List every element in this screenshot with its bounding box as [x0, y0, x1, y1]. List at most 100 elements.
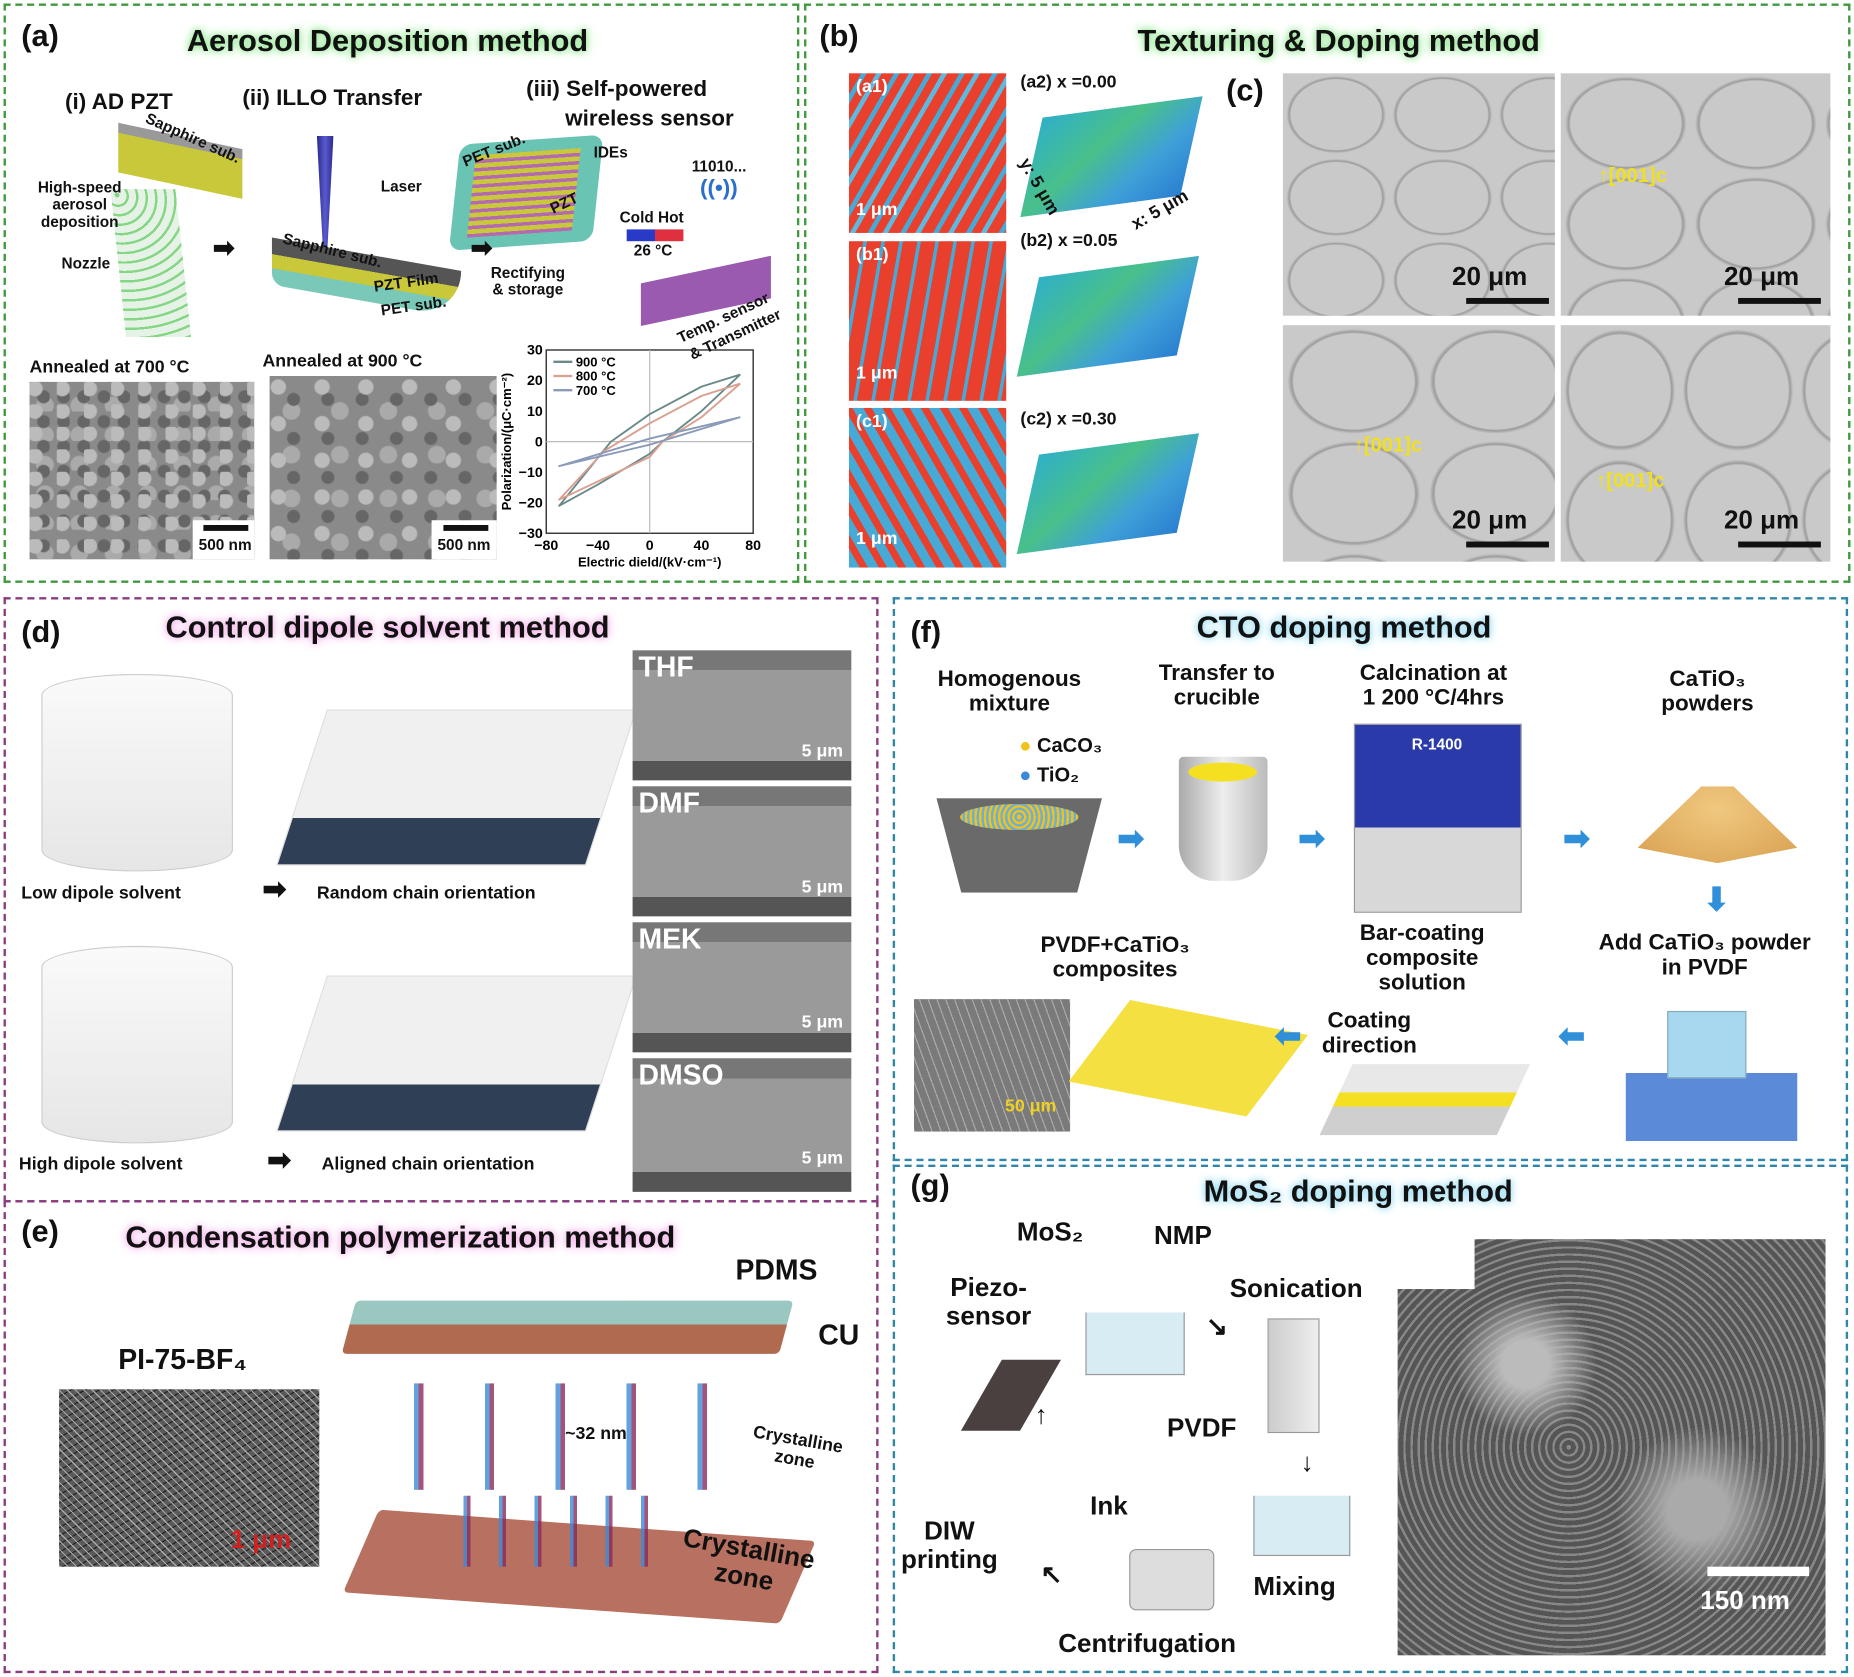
- mos2-label: MoS₂: [1016, 1216, 1084, 1247]
- transfer-text: Transfer to: [1158, 660, 1275, 686]
- sensor-text: sensor: [945, 1300, 1032, 1331]
- sem-dmso: [632, 1058, 852, 1192]
- sem-700-scale: 500 nm: [198, 535, 252, 554]
- tio2-legend: ● TiO₂: [1019, 763, 1080, 787]
- panel-f-label: (f): [910, 613, 942, 650]
- centrifugation-label: Centrifugation: [1058, 1628, 1236, 1658]
- solution-text: solution: [1378, 970, 1466, 996]
- ink-label: Ink: [1090, 1491, 1128, 1521]
- calcination-text: Calcination at: [1359, 660, 1508, 686]
- aerosol-label-3: deposition: [40, 212, 119, 231]
- grain-scale-label: 20 μm: [1451, 504, 1528, 535]
- sem-scale-label: 5 μm: [801, 1148, 844, 1169]
- wireless-signal-icon: ((•)): [699, 176, 738, 202]
- panel-g-title: MoS₂ doping method: [1203, 1172, 1513, 1209]
- orientation-label: ↑[001]c: [1596, 469, 1665, 492]
- crucible-illustration: [1178, 756, 1268, 881]
- x-tick-label: −40: [586, 538, 610, 554]
- y-tick-label: 10: [527, 404, 543, 420]
- panel-d-title: Control dipole solvent method: [165, 608, 610, 645]
- afm-scale-label: 1 μm: [856, 362, 898, 384]
- crucible-powder: [1188, 762, 1257, 782]
- cycle-arrow-icon: ↘: [1206, 1311, 1228, 1341]
- legend-entry: 700 °C: [576, 383, 617, 398]
- mixing-beaker-2: [1253, 1495, 1351, 1557]
- grain-scale-label: 20 μm: [1451, 261, 1528, 291]
- tio2-text: TiO₂: [1036, 763, 1080, 787]
- arrow-right-icon: ➡: [212, 232, 235, 263]
- series-line-0: [558, 373, 741, 507]
- afm-map-a1: [848, 73, 1007, 233]
- sem-scale-label: 5 μm: [801, 741, 844, 762]
- y-tick-label: −30: [519, 526, 543, 542]
- y-tick-label: 0: [535, 434, 543, 450]
- in-pvdf-text: in PVDF: [1661, 955, 1748, 981]
- map-a2-label: (a2) x =0.00: [1020, 72, 1117, 93]
- direction-text: direction: [1321, 1033, 1417, 1059]
- panel-c-label: (c): [1226, 72, 1264, 108]
- cu-label: CU: [818, 1319, 860, 1352]
- orientation-label: ↑[001]c: [1353, 433, 1423, 457]
- y-tick-label: −20: [519, 495, 543, 511]
- panel-e: [3, 1200, 879, 1674]
- temperature-color-bar: [626, 229, 684, 242]
- mixture-powder: [960, 804, 1079, 831]
- cycle-arrow-icon: ↖: [1040, 1559, 1063, 1590]
- composite-text: composite: [1365, 945, 1479, 971]
- series-line-2: [558, 416, 741, 468]
- sem-scale-label: 5 μm: [801, 877, 844, 898]
- afm-c1-label: (c1): [856, 411, 888, 432]
- aerosol-label-1: High-speed: [37, 178, 122, 197]
- solvent-dmso-label: DMSO: [638, 1059, 724, 1092]
- orientation-text: [001]c: [1363, 433, 1423, 457]
- sem-grain-4: [1560, 325, 1831, 562]
- furnace-illustration: R-1400: [1353, 723, 1522, 913]
- map-c2-label: (c2) x =0.30: [1020, 409, 1117, 430]
- sonicator-illustration: [1267, 1318, 1320, 1434]
- panel-g: [892, 1164, 1849, 1674]
- temperature-text: 1 200 °C/4hrs: [1362, 685, 1505, 711]
- process-arrow-icon: ➡: [1563, 820, 1590, 857]
- y-tick-label: 20: [527, 373, 543, 389]
- solvent-dmf-label: DMF: [638, 787, 700, 820]
- x-tick-label: 80: [745, 538, 761, 554]
- panel-d-label: (d): [21, 613, 61, 650]
- sem-mos2: [1397, 1239, 1826, 1656]
- scale-bar: [1707, 1566, 1810, 1577]
- panel-b-title: Texturing & Doping method: [1137, 22, 1540, 58]
- high-dipole-beaker: [41, 945, 233, 1144]
- cycle-arrow-icon: ↑: [1034, 1399, 1048, 1430]
- sem-900-title: Annealed at 900 °C: [262, 351, 423, 372]
- x-tick-label: 40: [694, 538, 710, 554]
- sonication-label: Sonication: [1229, 1273, 1363, 1304]
- pvdf-label: PVDF: [1167, 1412, 1237, 1443]
- process-arrow-icon: ➡: [1558, 1018, 1586, 1054]
- panel-f-title: CTO doping method: [1196, 608, 1492, 645]
- scale-bar: [1466, 297, 1549, 304]
- process-arrow-icon: ➡: [1274, 1018, 1302, 1054]
- afm-a1-label: (a1): [856, 76, 888, 97]
- rectifying-label-2: & storage: [492, 280, 564, 299]
- y-tick-label: 30: [527, 343, 543, 359]
- homogenous-text: Homogenous: [937, 666, 1082, 692]
- solvent-mek-label: MEK: [638, 923, 702, 956]
- caco3-legend: ● CaCO₃: [1019, 734, 1103, 757]
- sem-composite: [913, 999, 1071, 1132]
- legend-entry: 800 °C: [576, 369, 617, 384]
- sem-thf: [632, 650, 852, 781]
- solvent-thf-label: THF: [638, 651, 694, 684]
- nozzle-label: Nozzle: [61, 254, 111, 272]
- y-tick-label: −10: [519, 465, 543, 481]
- sem-image-900c: [269, 376, 497, 560]
- diw-text: DIW: [924, 1515, 975, 1546]
- aligned-chain-label: Aligned chain orientation: [321, 1154, 535, 1175]
- temperature-label: 26 °C: [633, 241, 673, 259]
- binary-data-label: 11010...: [691, 157, 747, 175]
- spacing-label: ~32 nm: [565, 1423, 627, 1444]
- legend-entry: 900 °C: [576, 355, 617, 370]
- bar-coating-text: Bar-coating: [1359, 921, 1485, 946]
